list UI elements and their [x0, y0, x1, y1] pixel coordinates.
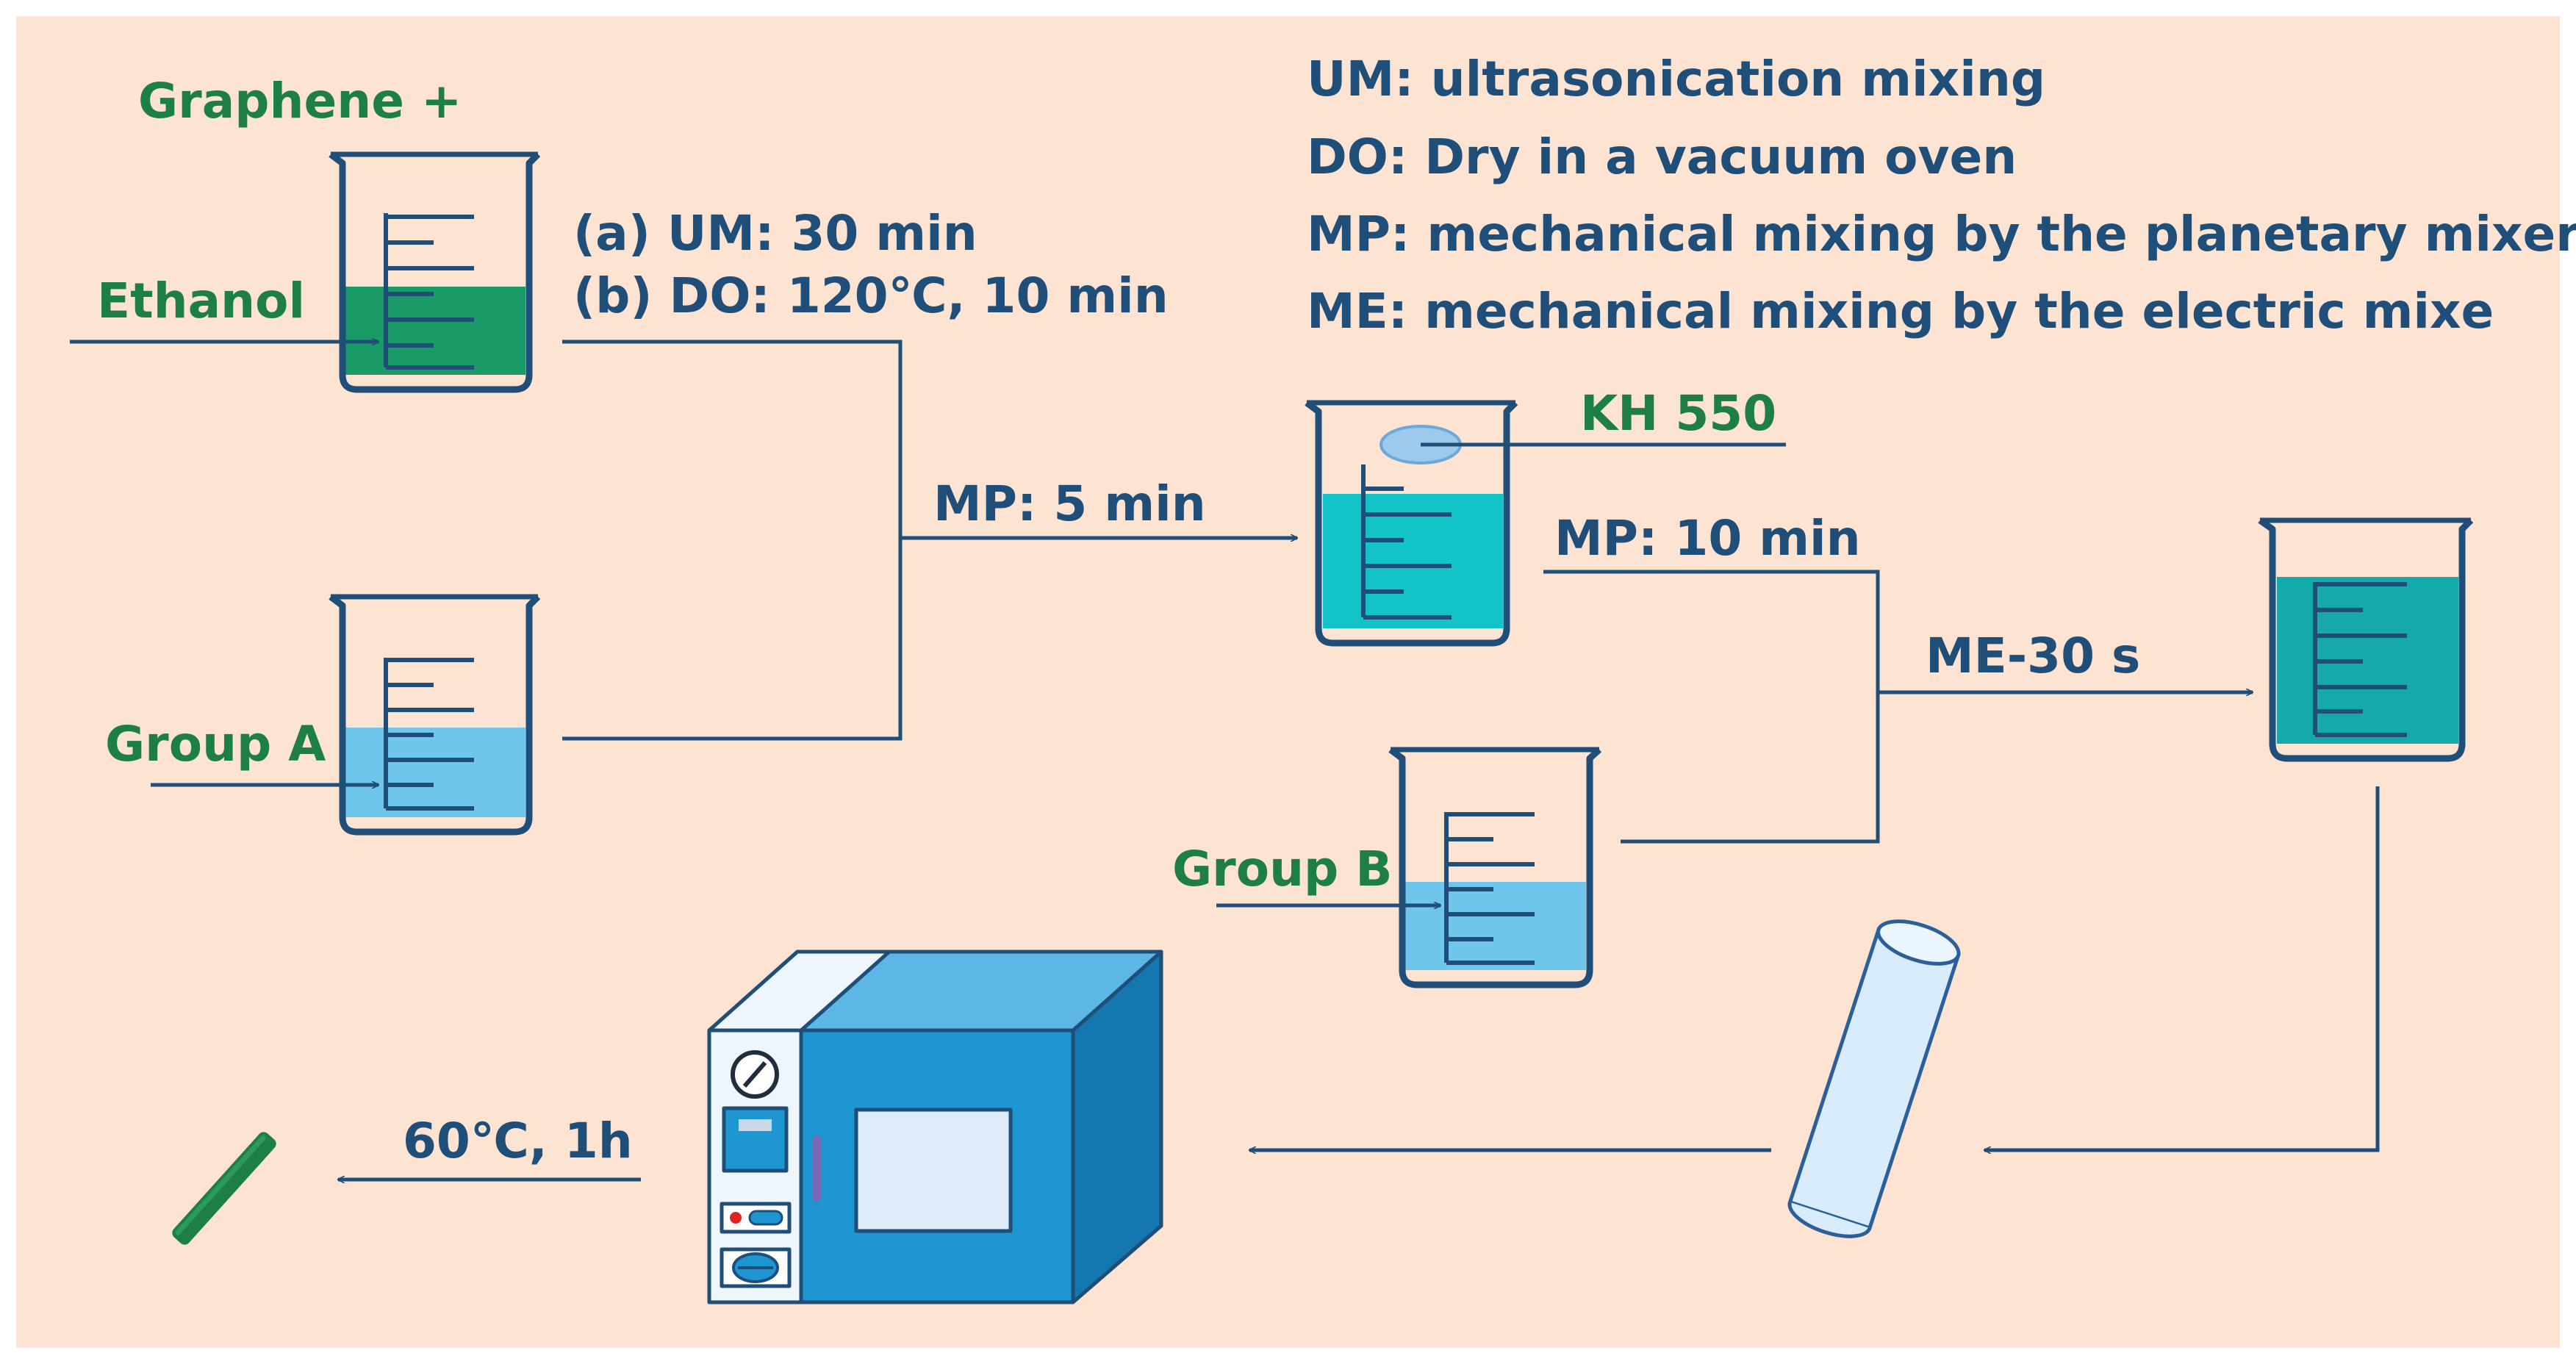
cylindrical-mold-icon: [1787, 919, 1961, 1238]
oven-window: [854, 1108, 1013, 1233]
label-mp-5: MP: 5 min: [933, 475, 1206, 532]
beaker-final: [2258, 517, 2474, 762]
beaker-mixed: [1305, 400, 1518, 647]
label-group-b: Group B: [1172, 841, 1393, 897]
beaker-group-a: [329, 594, 541, 836]
cured-sample-icon: [172, 1132, 276, 1245]
beaker-group-b: [1388, 747, 1602, 988]
connector-mp5: [562, 340, 1297, 741]
label-cure: 60℃, 1h: [403, 1113, 633, 1169]
label-step-b: (b) DO: 120℃, 10 min: [573, 268, 1169, 324]
diagram-background: [16, 16, 2560, 1348]
label-graphene: Graphene +: [138, 73, 462, 129]
label-ethanol: Ethanol: [97, 273, 305, 329]
label-kh550: KH 550: [1580, 385, 1776, 442]
label-group-a: Group A: [105, 716, 326, 772]
connector-me30: [1543, 570, 2253, 844]
dial-icon: [731, 1050, 779, 1099]
legend-do: DO: Dry in a vacuum oven: [1307, 129, 2017, 185]
legend-mp: MP: mechanical mixing by the planetary m…: [1307, 206, 2576, 262]
beaker-graphene-ethanol: [329, 151, 541, 393]
label-step-a: (a) UM: 30 min: [573, 205, 977, 262]
legend: UM: ultrasonication mixing DO: Dry in a …: [1307, 51, 2576, 340]
vacuum-oven-icon: [707, 950, 1163, 1304]
label-me-30: ME-30 s: [1926, 628, 2140, 684]
legend-me: ME: mechanical mixing by the electric mi…: [1307, 283, 2494, 340]
legend-um: UM: ultrasonication mixing: [1307, 51, 2045, 107]
connector-pour: [1984, 786, 2380, 1150]
label-mp-10: MP: 10 min: [1554, 510, 1861, 567]
